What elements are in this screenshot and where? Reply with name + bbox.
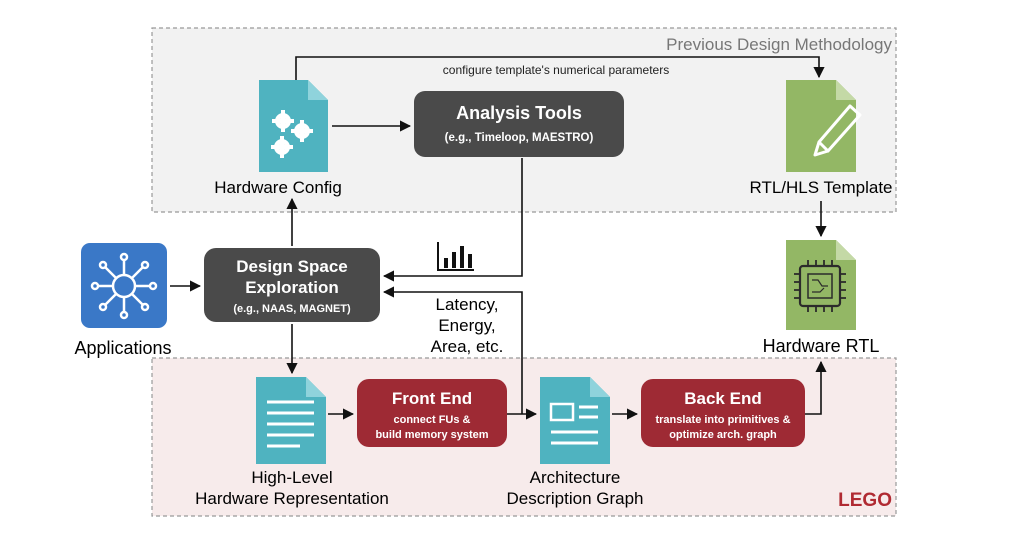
front-end-sub-line2: build memory system [375,429,488,441]
dse-title-line2: Exploration [245,278,339,297]
high-level-representation-node: High-Level Hardware Representation [195,377,389,508]
svg-text:Latency,: Latency, [435,295,498,314]
high-level-label-line2: Hardware Representation [195,489,389,508]
metrics-label: Latency, Energy, Area, etc. [431,295,504,356]
back-end-title: Back End [684,389,761,408]
gears-document-icon [259,80,328,172]
flow-arrows [170,56,827,420]
text-document-icon [256,377,326,464]
layout-document-icon [540,377,610,464]
network-hub-icon [81,243,167,328]
adg-label-line2: Description Graph [506,489,643,508]
bar-chart-icon [437,242,474,271]
analysis-tools-title: Analysis Tools [456,103,582,123]
chip-document-icon [786,240,856,330]
front-end-node: Front End connect FUs & build memory sys… [357,379,507,447]
design-space-exploration-node: Design Space Exploration (e.g., NAAS, MA… [204,248,380,322]
rtl-hls-template-label: RTL/HLS Template [750,178,893,197]
analysis-tools-subtitle: (e.g., Timeloop, MAESTRO) [445,132,594,144]
pencil-document-icon [786,80,862,172]
arrow-backend-to-rtl [805,360,827,415]
arrow-analysis-to-dse [382,158,523,282]
arrow-adg-to-dse [382,286,523,414]
high-level-label-line1: High-Level [251,468,332,487]
arrow-config-to-template [295,56,825,80]
adg-label-line1: Architecture [530,468,621,487]
back-end-sub-line1: translate into primitives & [655,414,790,426]
rtl-hls-template-node: RTL/HLS Template [750,80,893,197]
svg-text:Energy,: Energy, [438,316,495,335]
front-end-title: Front End [392,389,472,408]
analysis-tools-node: Analysis Tools (e.g., Timeloop, MAESTRO) [414,91,624,157]
back-end-sub-line2: optimize arch. graph [669,429,777,441]
dse-title-line1: Design Space [236,257,348,276]
adg-node: Architecture Description Graph [506,377,644,508]
svg-text:Area, etc.: Area, etc. [431,337,504,356]
dse-subtitle: (e.g., NAAS, MAGNET) [233,303,351,315]
lego-label: LEGO [838,490,892,511]
applications-node: Applications [74,243,172,358]
configure-params-label: configure template's numerical parameter… [443,63,669,77]
back-end-node: Back End translate into primitives & opt… [641,379,805,447]
previous-methodology-label: Previous Design Methodology [666,35,892,54]
hardware-config-node: Hardware Config [214,80,342,197]
hardware-config-label: Hardware Config [214,178,342,197]
front-end-sub-line1: connect FUs & [393,414,470,426]
hardware-rtl-label: Hardware RTL [763,336,880,356]
hardware-rtl-node: Hardware RTL [763,240,880,356]
applications-label: Applications [74,338,171,358]
